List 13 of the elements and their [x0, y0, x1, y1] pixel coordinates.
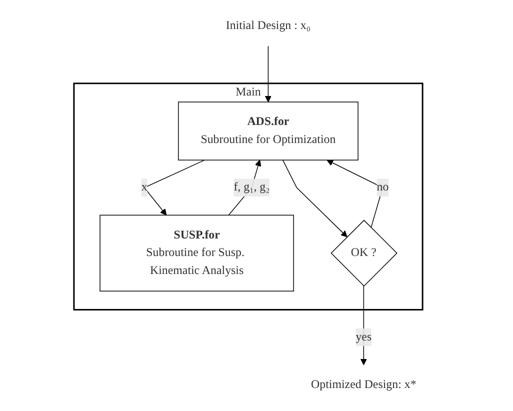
node-box: SUSP.for Subroutine for Susp. Kinematic Analysis [100, 214, 294, 292]
arrow [326, 160, 384, 228]
arrow [265, 46, 272, 102]
edge-label: yes [356, 330, 372, 344]
node-text: Initial Design : x₀ [226, 19, 311, 32]
arrow [282, 160, 348, 238]
edge-label: x [142, 180, 148, 194]
node-diamond: OK ? [330, 220, 398, 287]
edge-label: f, g₁, g₂ [234, 180, 270, 194]
arrow [360, 286, 368, 366]
edge-label: no [376, 180, 389, 194]
node-text: Optimized Design: x* [311, 378, 416, 391]
node-box: ADS.for Subroutine for Optimization [178, 102, 359, 160]
